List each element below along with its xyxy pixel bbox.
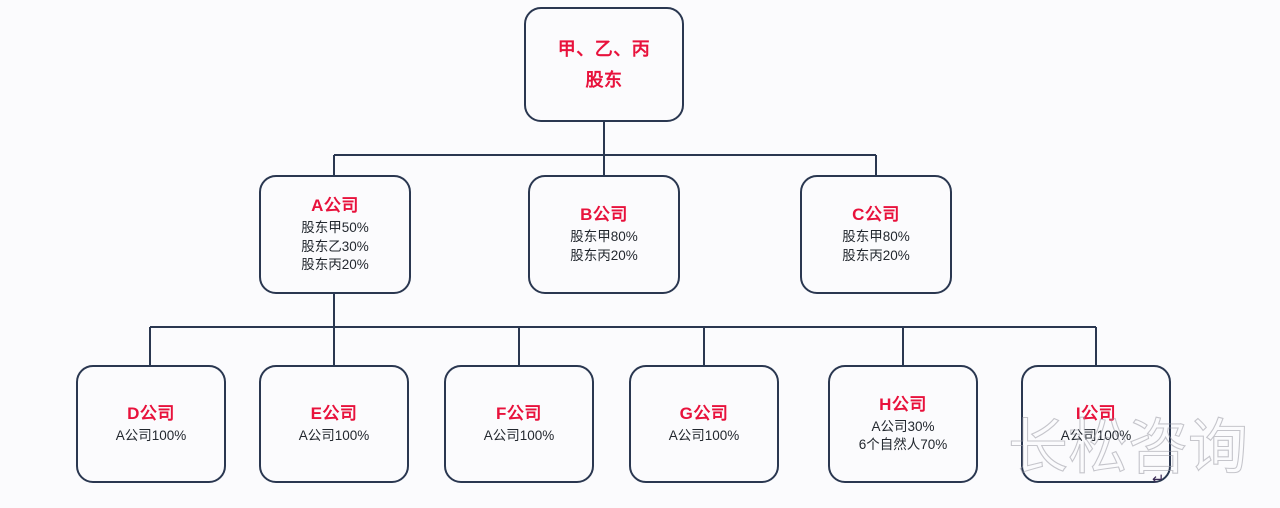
- node-company-f[interactable]: F公司 A公司100%: [444, 365, 594, 483]
- node-company-e-detail-1: A公司100%: [298, 428, 370, 444]
- node-root-shareholders[interactable]: 甲、乙、丙 股东: [524, 7, 684, 122]
- node-company-a-detail-2: 股东乙30%: [301, 238, 369, 254]
- node-company-c[interactable]: C公司 股东甲80% 股东丙20%: [800, 175, 952, 294]
- node-company-d[interactable]: D公司 A公司100%: [76, 365, 226, 483]
- node-company-h-detail-1: A公司30%: [871, 418, 935, 434]
- node-company-b-details: 股东甲80% 股东丙20%: [570, 228, 638, 264]
- node-company-c-detail-1: 股东甲80%: [842, 229, 910, 245]
- node-root-title-line-1: 甲、乙、丙: [557, 38, 651, 59]
- node-company-f-title: F公司: [496, 403, 542, 423]
- node-company-i-detail-1: A公司100%: [1060, 428, 1132, 444]
- node-company-h-detail-2: 6个自然人70%: [858, 437, 948, 453]
- node-root-title-line-2: 股东: [585, 70, 623, 90]
- node-company-i[interactable]: I公司 A公司100%: [1021, 365, 1171, 483]
- node-company-e-details: A公司100%: [299, 427, 370, 445]
- node-company-b-detail-2: 股东丙20%: [570, 247, 638, 263]
- node-company-c-details: 股东甲80% 股东丙20%: [842, 228, 910, 264]
- node-company-h-title: H公司: [879, 394, 927, 414]
- node-company-b-title: B公司: [580, 205, 628, 225]
- node-company-e-title: E公司: [310, 403, 358, 423]
- node-company-g-title: G公司: [679, 403, 729, 423]
- node-company-g-details: A公司100%: [669, 427, 740, 445]
- node-company-f-detail-1: A公司100%: [483, 428, 555, 444]
- node-company-g[interactable]: G公司 A公司100%: [629, 365, 779, 483]
- node-company-a-title: A公司: [311, 196, 359, 216]
- node-company-h[interactable]: H公司 A公司30% 6个自然人70%: [828, 365, 978, 483]
- node-company-d-details: A公司100%: [116, 427, 187, 445]
- node-company-f-details: A公司100%: [484, 427, 555, 445]
- node-company-c-title: C公司: [852, 205, 900, 225]
- node-company-i-details: A公司100%: [1061, 427, 1132, 445]
- node-company-b-detail-1: 股东甲80%: [570, 229, 638, 245]
- node-company-h-details: A公司30% 6个自然人70%: [859, 418, 948, 454]
- node-company-b[interactable]: B公司 股东甲80% 股东丙20%: [528, 175, 680, 294]
- node-company-a[interactable]: A公司 股东甲50% 股东乙30% 股东丙20%: [259, 175, 411, 294]
- node-company-a-details: 股东甲50% 股东乙30% 股东丙20%: [301, 219, 369, 274]
- paragraph-mark: ↵: [1152, 471, 1165, 488]
- node-company-c-detail-2: 股东丙20%: [842, 247, 910, 263]
- node-company-a-detail-1: 股东甲50%: [301, 220, 369, 236]
- node-company-e[interactable]: E公司 A公司100%: [259, 365, 409, 483]
- node-company-d-title: D公司: [127, 403, 175, 423]
- node-company-g-detail-1: A公司100%: [668, 428, 740, 444]
- node-company-i-title: I公司: [1075, 403, 1117, 423]
- node-company-a-detail-3: 股东丙20%: [301, 256, 369, 272]
- node-company-d-detail-1: A公司100%: [115, 428, 187, 444]
